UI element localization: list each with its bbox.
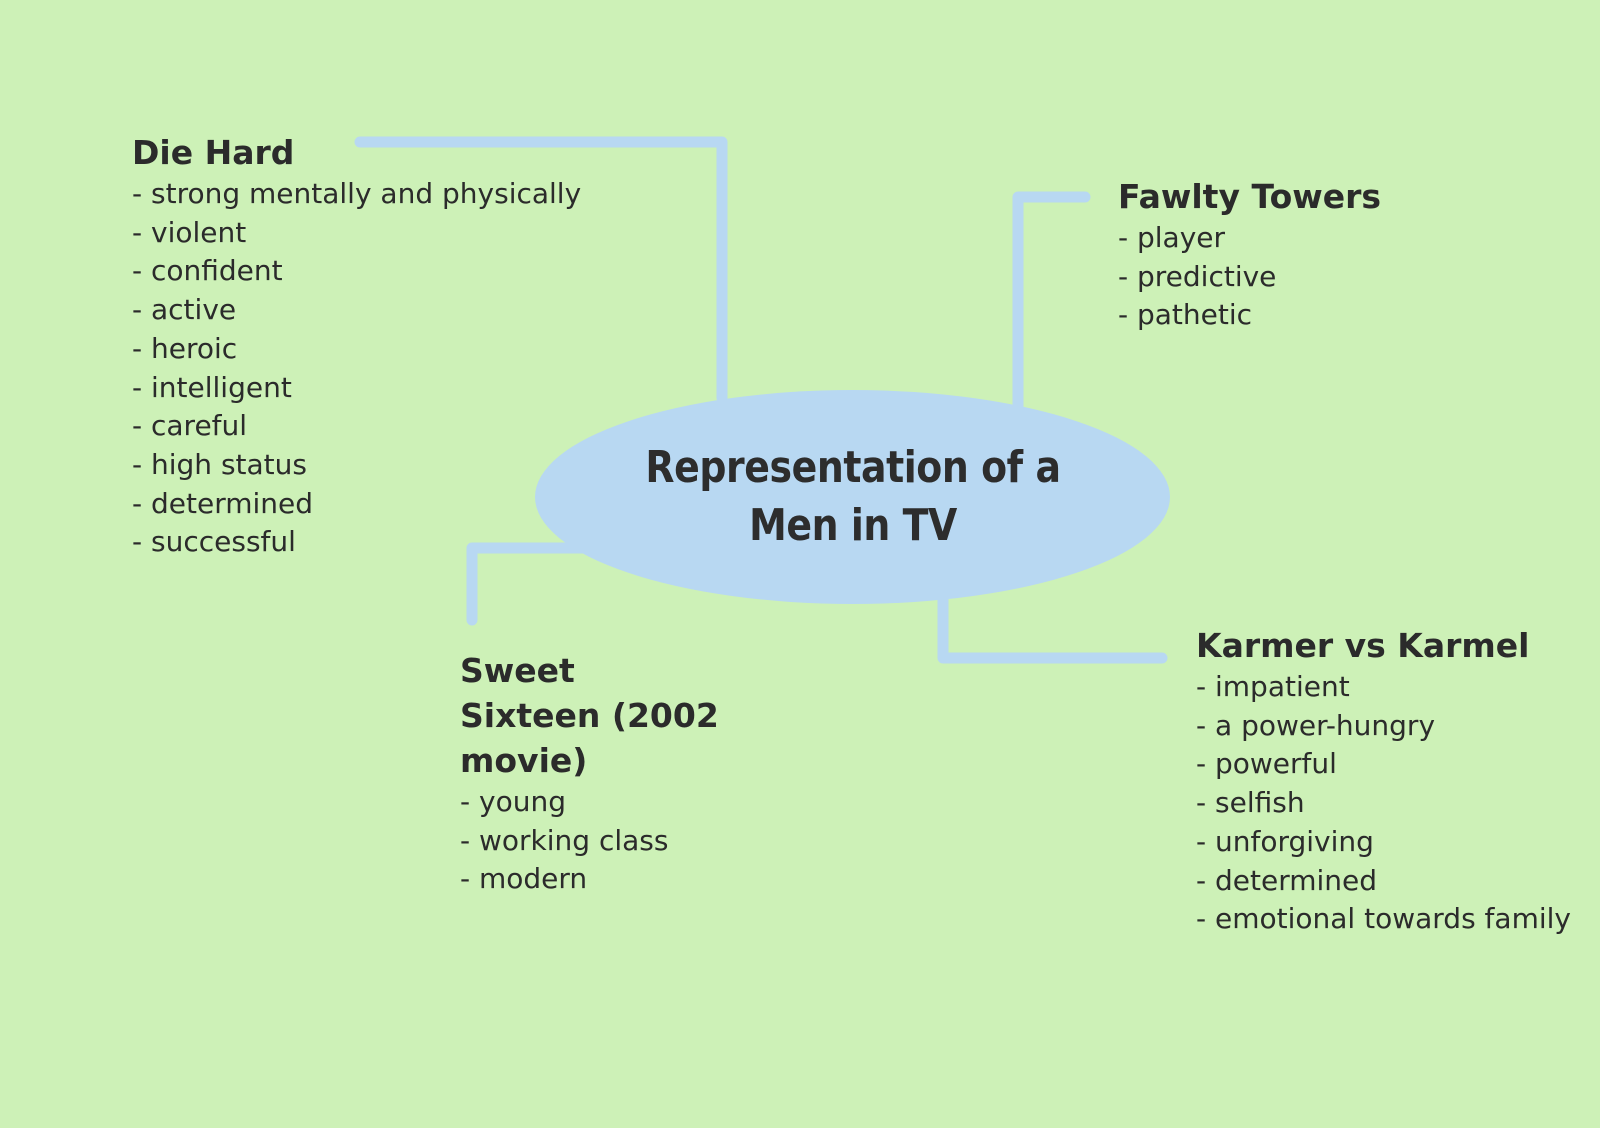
- list-item: - a power-hungry: [1196, 708, 1436, 742]
- list-item: - careful: [132, 409, 248, 443]
- list-item: - determined: [132, 486, 314, 520]
- connector-fawlty-towers: [1012, 191, 1091, 414]
- list-item: - player: [1118, 221, 1226, 254]
- list-item: - intelligent: [132, 370, 292, 404]
- branch-item-list: - young - working class - modern: [460, 783, 720, 899]
- list-item: - young: [460, 785, 566, 818]
- branch-die-hard[interactable]: Die Hard - strong mentally and physicall…: [132, 130, 581, 562]
- list-item: - successful: [132, 525, 296, 559]
- list-item: - pathetic: [1118, 298, 1253, 332]
- list-item: - strong mentally and physically: [132, 177, 582, 210]
- connector-sweet-sixteen: [466, 542, 591, 626]
- list-item: - modern: [460, 862, 588, 896]
- branch-title: Die Hard: [132, 133, 295, 172]
- list-item: - violent: [132, 215, 247, 249]
- list-item: - confident: [132, 254, 283, 288]
- connector-karmer-vs-karmel: [937, 589, 1168, 664]
- branch-title: Karmer vs Karmel: [1196, 626, 1530, 665]
- list-item: - determined: [1196, 863, 1378, 897]
- list-item: - predictive: [1118, 259, 1277, 293]
- list-item: - high status: [132, 447, 307, 481]
- branch-title: Fawlty Towers: [1118, 177, 1382, 216]
- connector-die-hard: [354, 136, 728, 404]
- list-item: - heroic: [132, 331, 238, 365]
- list-item: - selfish: [1196, 786, 1305, 820]
- branch-item-list: - player - predictive - pathetic: [1118, 219, 1381, 335]
- central-topic-title: Representation of a Men in TV: [644, 442, 1061, 551]
- central-topic[interactable]: Representation of a Men in TV: [535, 390, 1170, 604]
- list-item: - emotional towards family: [1196, 902, 1571, 936]
- branch-sweet-sixteen[interactable]: Sweet Sixteen (2002 movie) - young - wor…: [460, 648, 720, 899]
- branch-karmer-vs-karmel[interactable]: Karmer vs Karmel - impatient - a power-h…: [1196, 623, 1571, 939]
- list-item: - powerful: [1196, 747, 1337, 781]
- branch-item-list: - impatient - a power-hungry - powerful …: [1196, 668, 1571, 939]
- list-item: - working class: [460, 823, 669, 857]
- list-item: - unforgiving: [1196, 824, 1374, 858]
- list-item: - active: [132, 293, 237, 327]
- branch-title: Sweet Sixteen (2002 movie): [460, 651, 719, 780]
- list-item: - impatient: [1196, 670, 1350, 703]
- branch-fawlty-towers[interactable]: Fawlty Towers - player - predictive - pa…: [1118, 174, 1381, 335]
- branch-item-list: - strong mentally and physically - viole…: [132, 175, 581, 562]
